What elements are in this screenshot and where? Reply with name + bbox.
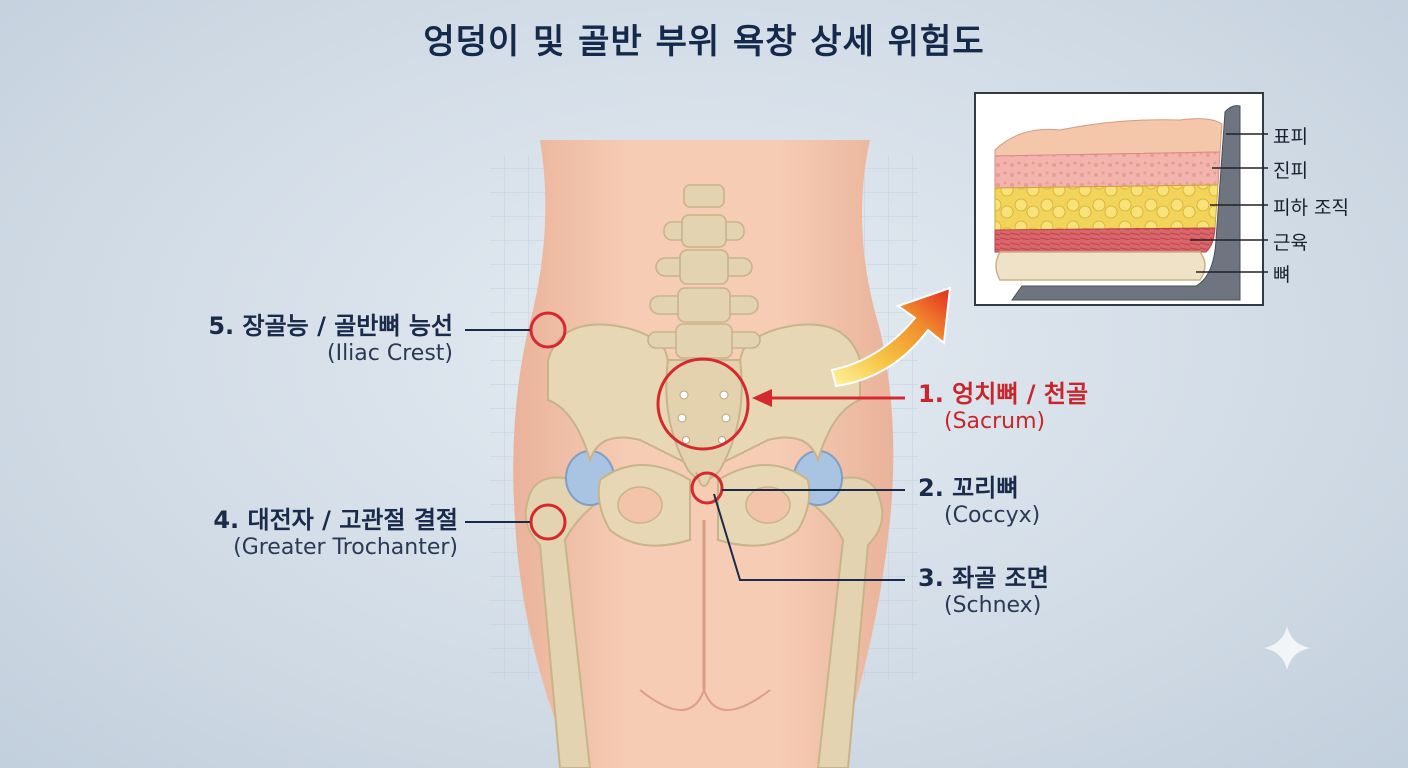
label-coccyx-en: (Coccyx) <box>944 502 1041 528</box>
right-femur <box>806 476 884 768</box>
label-sacrum-en: (Sacrum) <box>944 408 1046 434</box>
layer-label-epidermis: 표피 <box>1273 126 1308 148</box>
label-sacrum: 1. 엉치뼈 / 천골 (Sacrum) <box>918 380 1088 435</box>
trochanter-risk-circle <box>529 503 567 541</box>
label-iliac-crest: 5. 장골능 / 골반뼈 능선 (Iliac Crest) <box>208 312 453 367</box>
label-ischial: 3. 좌골 조면 (Schnex) <box>918 564 1049 619</box>
risk-markers <box>529 311 750 541</box>
label-coccyx: 2. 꼬리뼈 (Coccyx) <box>918 474 1040 529</box>
sacrum-risk-circle <box>656 357 750 451</box>
skin-cross-section <box>974 92 1268 306</box>
label-sacrum-ko: 1. 엉치뼈 / 천골 <box>918 380 1089 408</box>
gluteal-fold <box>639 686 771 711</box>
sparkle-icon <box>1264 626 1310 670</box>
layer-label-muscle: 근육 <box>1273 232 1308 254</box>
risk-arrow <box>830 286 952 388</box>
label-trochanter-ko: 4. 대전자 / 고관절 결절 <box>213 506 458 534</box>
label-coccyx-ko: 2. 꼬리뼈 <box>918 474 1019 502</box>
label-greater-trochanter: 4. 대전자 / 고관절 결절 (Greater Trochanter) <box>213 506 458 561</box>
label-iliac-ko: 5. 장골능 / 골반뼈 능선 <box>208 312 453 340</box>
label-ischial-ko: 3. 좌골 조면 <box>918 564 1049 592</box>
sacral-foramina <box>677 390 731 444</box>
ischial-leader <box>713 493 905 581</box>
label-trochanter-en: (Greater Trochanter) <box>233 534 458 560</box>
left-femur <box>524 476 602 768</box>
layer-pointers <box>1190 133 1268 273</box>
label-ischial-en: (Schnex) <box>944 592 1042 618</box>
coccyx-risk-circle <box>690 471 724 505</box>
layer-label-dermis: 진피 <box>1273 160 1308 182</box>
page-title: 엉덩이 및 골반 부위 욕창 상세 위험도 <box>423 22 985 62</box>
layer-label-subcutaneous: 피하 조직 <box>1273 197 1349 219</box>
iliac-risk-circle <box>529 311 567 349</box>
lumbar-spine <box>647 184 761 359</box>
label-iliac-en: (Iliac Crest) <box>327 340 453 366</box>
layer-label-bone: 뼈 <box>1273 264 1291 286</box>
pelvis <box>547 323 861 547</box>
leader-lines <box>465 329 905 581</box>
sacrum-pointer <box>752 389 905 407</box>
